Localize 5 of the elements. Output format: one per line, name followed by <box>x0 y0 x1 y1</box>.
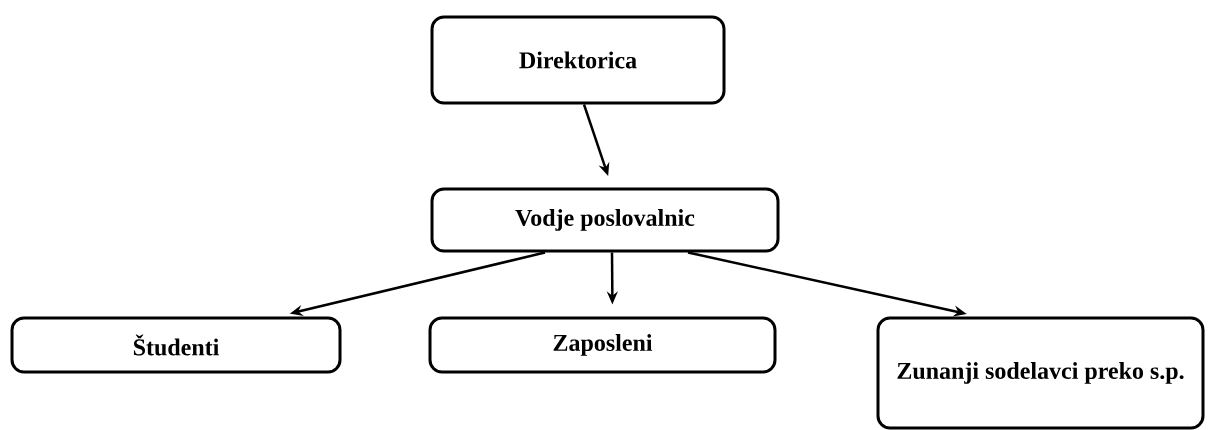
org-box: Zunanji sodelavci preko s.p. <box>876 316 1205 430</box>
org-box: Zaposleni <box>428 316 777 374</box>
org-box: Direktorica <box>430 15 726 105</box>
org-box: Vodje poslovalnic <box>430 187 780 253</box>
org-box: Študenti <box>10 316 342 374</box>
